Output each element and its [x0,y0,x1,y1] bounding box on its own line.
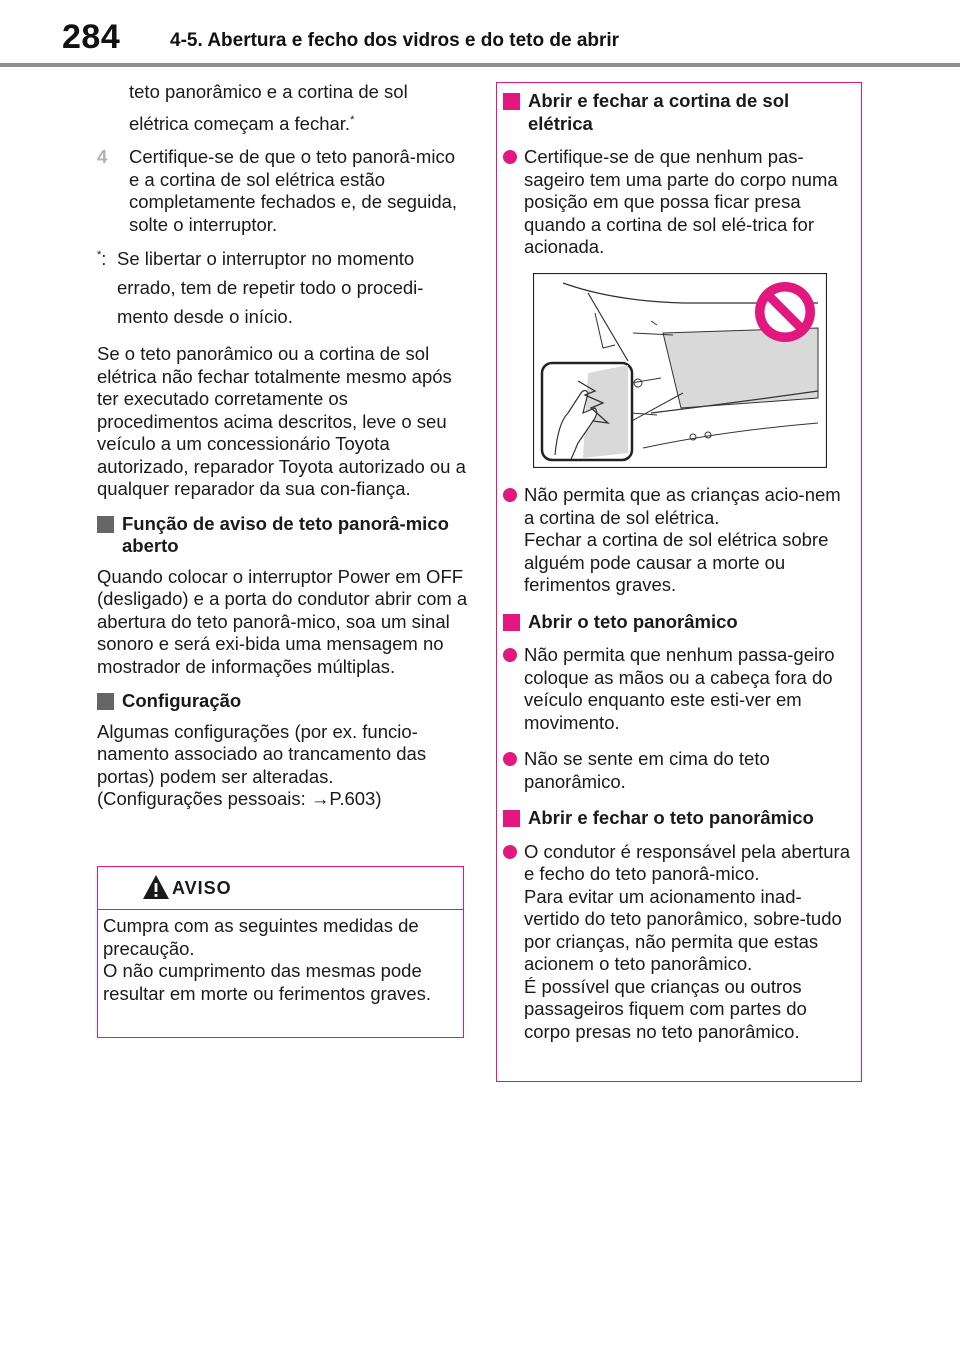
square-bullet-icon [503,613,520,631]
warning-header: AVISO [98,867,463,910]
warning-triangle-icon [143,875,169,899]
footnote: *: Se libertar o interruptor no momento … [97,244,469,331]
warning-body: Cumpra com as seguintes medidas de preca… [103,915,431,1004]
page-number: 284 [62,18,121,56]
heading-text: Função de aviso de teto panorâ-mico aber… [122,512,449,557]
bullet-text: Certifique-se de que nenhum pas-sageiro … [524,146,838,257]
page-reference-link[interactable]: (Configurações pessoais: →P.603) [97,788,382,810]
left-column: teto panorâmico e a cortina de sol elétr… [97,77,469,811]
square-bullet-icon [503,93,520,110]
square-bullet-icon [97,693,114,711]
bullet-item: Não se sente em cima do teto panorâmico. [503,748,853,793]
heading-sunshade: Abrir e fechar a cortina de sol elétrica [503,90,853,135]
square-bullet-icon [503,810,520,827]
footnote-asterisk: * [97,249,102,262]
heading-open-close-roof: Abrir e fechar o teto panorâmico [503,807,853,830]
step-text: Certifique-se de que o teto panorâ-mico … [129,146,458,235]
bullet-text: O condutor é responsável pela abertura e… [524,840,851,1042]
bullet-text: Não permita que as crianças acio-nem a c… [524,484,841,595]
heading-text: Abrir o teto panorâmico [528,610,738,632]
bullet-item: Certifique-se de que nenhum pas-sageiro … [503,146,853,259]
footnote-mark: *: [97,244,117,331]
section-title: 4-5. Abertura e fecho dos vidros e do te… [170,30,620,51]
bullet-text: Não se sente em cima do teto panorâmico. [524,748,770,792]
continued-text-line2: elétrica começam a fechar.* [97,106,469,138]
bullet-text: Não permita que nenhum passa-geiro coloq… [524,644,835,733]
round-bullet-icon [503,648,517,662]
page-header: 284 4-5. Abertura e fecho dos vidros e d… [0,0,960,68]
warning-box: AVISO Cumpra com as seguintes medidas de… [97,866,464,1038]
paragraph-configuration: Algumas configurações (por ex. funcio-na… [97,720,427,787]
footnote-colon: : [101,248,107,270]
heading-text: Configuração [122,690,242,712]
paragraph-warning-function: Quando colocar o interruptor Power em OF… [97,565,468,677]
step-number: 4 [97,146,108,168]
continued-text: elétrica começam a fechar. [129,113,351,135]
heading-text: Abrir e fechar o teto panorâmico [528,807,814,828]
bullet-item: O condutor é responsável pela abertura e… [503,841,853,1044]
footnote-ref: * [350,114,355,126]
caution-box: Abrir e fechar a cortina de sol elétrica… [496,82,862,1082]
paragraph-dealer: Se o teto panorâmico ou a cortina de sol… [97,343,466,500]
round-bullet-icon [503,844,517,859]
square-bullet-icon [97,515,114,533]
heading-text: Abrir e fechar a cortina de sol elétrica [528,90,790,134]
sunshade-pinch-illustration [532,272,828,468]
bullet-item: Não permita que as crianças acio-nem a c… [503,484,853,597]
round-bullet-icon [503,150,517,164]
header-divider [0,63,960,67]
continued-text-line1: teto panorâmico e a cortina de sol [129,81,408,102]
round-bullet-icon [503,488,517,502]
heading-open-roof: Abrir o teto panorâmico [503,611,853,634]
bullet-item: Não permita que nenhum passa-geiro coloq… [503,644,853,734]
warning-title: AVISO [172,878,232,898]
footnote-text: Se libertar o interruptor no momento err… [117,248,424,328]
heading-configuration: Configuração [97,690,469,713]
caution-content: Abrir e fechar a cortina de sol elétrica… [503,90,853,1043]
round-bullet-icon [503,752,517,766]
step-4: 4 Certifique-se de que o teto panorâ-mic… [97,146,469,236]
prohibition-icon [755,281,815,342]
heading-open-roof-warning: Função de aviso de teto panorâ-mico aber… [97,513,469,558]
